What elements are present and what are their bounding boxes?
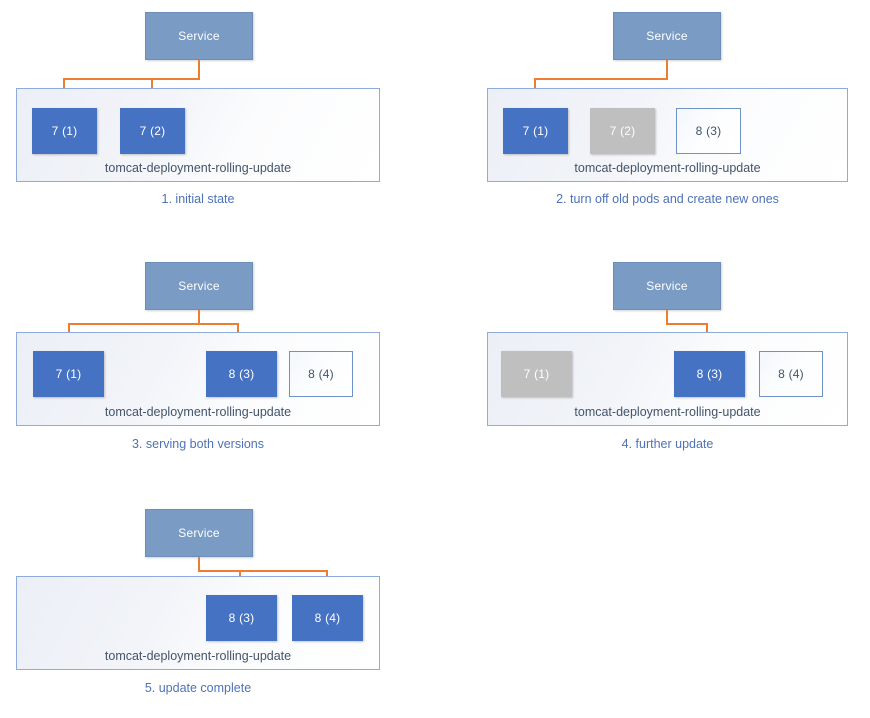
panel-3-caption: 3. serving both versions — [131, 437, 264, 451]
pod-8-4[interactable]: 8 (4) — [759, 351, 823, 397]
pod-label: 8 (4) — [308, 367, 334, 381]
service-label: Service — [178, 526, 220, 540]
pod-label: 7 (1) — [51, 124, 78, 138]
service-label: Service — [178, 29, 220, 43]
panel-1-caption: 1. initial state — [161, 192, 235, 206]
panel-2-caption: 2. turn off old pods and create new ones — [556, 192, 779, 206]
pod-label: 8 (3) — [228, 611, 255, 625]
service-label: Service — [646, 279, 688, 293]
service-node[interactable]: Service — [145, 12, 253, 60]
pod-8-3[interactable]: 8 (3) — [674, 351, 745, 397]
pod-label: 7 (1) — [523, 367, 550, 381]
pod-7-1[interactable]: 7 (1) — [32, 108, 97, 154]
pod-7-1[interactable]: 7 (1) — [33, 351, 104, 397]
pod-label: 7 (2) — [139, 124, 166, 138]
service-node[interactable]: Service — [613, 12, 721, 60]
service-node[interactable]: Service — [145, 509, 253, 557]
panel-5-caption: 5. update complete — [144, 681, 252, 695]
pod-8-4[interactable]: 8 (4) — [292, 595, 363, 641]
service-label: Service — [178, 279, 220, 293]
pod-8-4[interactable]: 8 (4) — [289, 351, 353, 397]
pod-7-2[interactable]: 7 (2) — [590, 108, 655, 154]
pod-7-1[interactable]: 7 (1) — [503, 108, 568, 154]
pod-label: 8 (3) — [695, 124, 722, 138]
pod-7-2[interactable]: 7 (2) — [120, 108, 185, 154]
pod-label: 8 (4) — [778, 367, 804, 381]
pod-label: 8 (3) — [228, 367, 255, 381]
pod-label: 7 (2) — [609, 124, 636, 138]
pod-label: 7 (1) — [55, 367, 82, 381]
pod-label: 8 (4) — [314, 611, 341, 625]
deployment-label: tomcat-deployment-rolling-update — [104, 649, 292, 663]
pod-7-1[interactable]: 7 (1) — [501, 351, 572, 397]
deployment-label: tomcat-deployment-rolling-update — [104, 405, 292, 419]
deployment-label: tomcat-deployment-rolling-update — [574, 405, 761, 419]
service-node[interactable]: Service — [613, 262, 721, 310]
pod-label: 8 (3) — [696, 367, 723, 381]
panel-4-caption: 4. further update — [621, 437, 714, 451]
deployment-label: tomcat-deployment-rolling-update — [104, 161, 292, 175]
service-node[interactable]: Service — [145, 262, 253, 310]
pod-8-3[interactable]: 8 (3) — [206, 595, 277, 641]
pod-8-3[interactable]: 8 (3) — [676, 108, 741, 154]
deployment-container[interactable]: tomcat-deployment-rolling-update — [16, 88, 380, 182]
service-label: Service — [646, 29, 688, 43]
pod-8-3[interactable]: 8 (3) — [206, 351, 277, 397]
pod-label: 7 (1) — [522, 124, 549, 138]
deployment-label: tomcat-deployment-rolling-update — [574, 161, 761, 175]
